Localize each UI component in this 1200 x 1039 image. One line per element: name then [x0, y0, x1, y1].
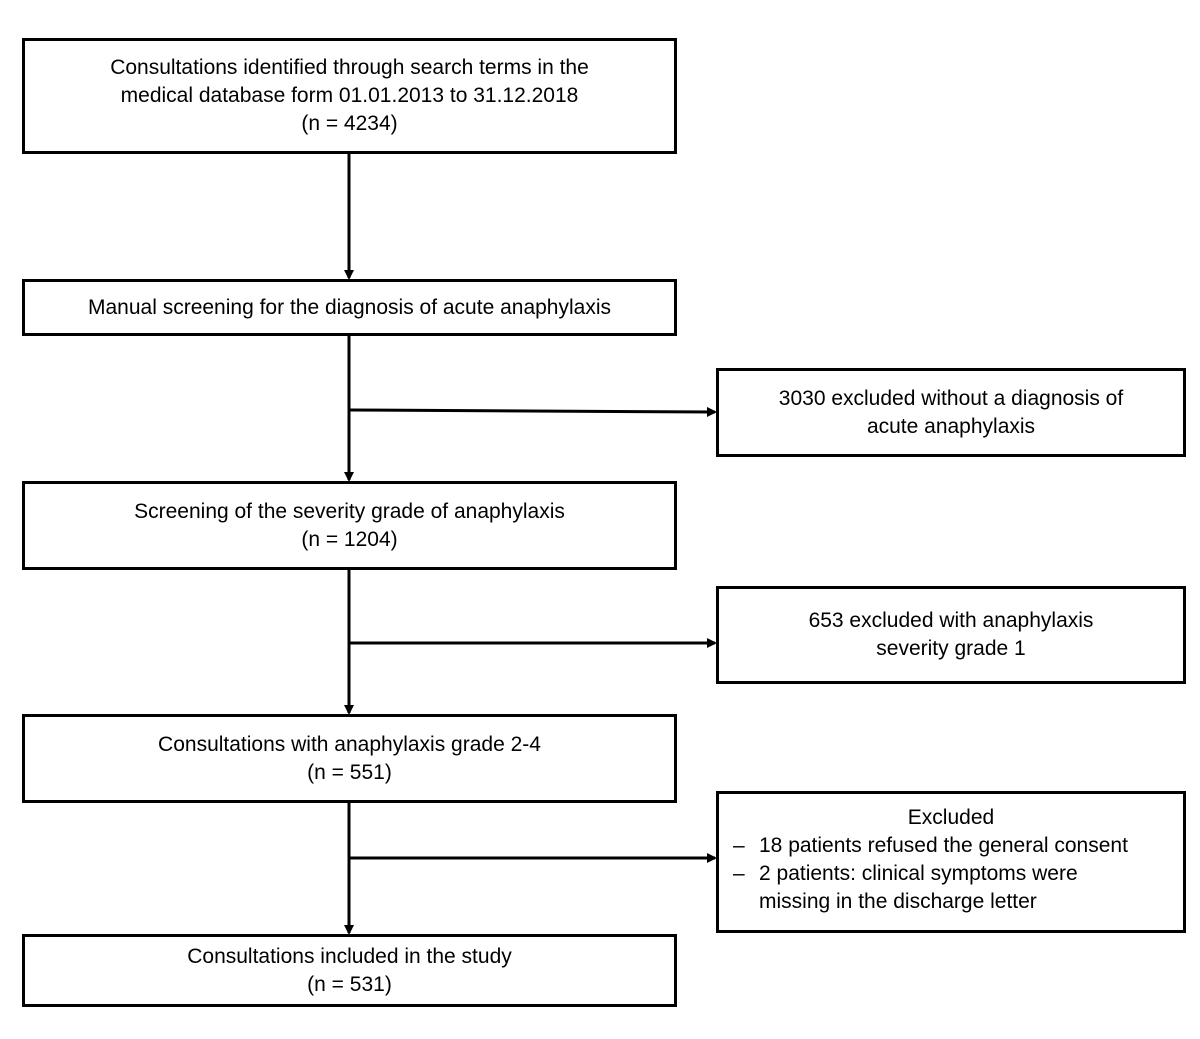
box-manual-screening: Manual screening for the diagnosis of ac… — [22, 279, 677, 336]
box-count: (n = 531) — [307, 972, 392, 996]
box-title: Excluded — [907, 806, 995, 829]
list-item: – 2 patients: clinical symptoms were mis… — [733, 860, 1183, 916]
box-excluded-no-diagnosis: 3030 excluded without a diagnosis of acu… — [716, 368, 1186, 457]
box-consultations-identified: Consultations identified through search … — [22, 38, 677, 154]
box-text-line: medical database form 01.01.2013 to 31.1… — [120, 84, 579, 107]
box-count: (n = 551) — [307, 760, 392, 784]
box-count: (n = 4234) — [301, 112, 398, 135]
list-item: – 18 patients refused the general consen… — [733, 832, 1183, 860]
exclusion-list: – 18 patients refused the general consen… — [719, 832, 1183, 916]
dash-bullet-icon: – — [733, 862, 745, 885]
arrow-to-exclusion-no-diagnosis — [348, 406, 717, 417]
box-text-line: Consultations included in the study — [187, 944, 512, 968]
box-text-line: 3030 excluded without a diagnosis of — [778, 386, 1124, 410]
box-text-line: Consultations identified through search … — [110, 56, 589, 79]
list-item-text: 2 patients: clinical symptoms were missi… — [759, 862, 1078, 913]
box-text-line: acute anaphylaxis — [866, 414, 1036, 438]
box-excluded-other: Excluded – 18 patients refused the gener… — [716, 791, 1186, 933]
box-text-line: Screening of the severity grade of anaph… — [134, 499, 565, 523]
dash-bullet-icon: – — [733, 834, 745, 857]
box-text-line: Manual screening for the diagnosis of ac… — [88, 295, 611, 319]
box-severity-screening: Screening of the severity grade of anaph… — [22, 481, 677, 570]
box-text-line: severity grade 1 — [876, 637, 1026, 660]
box-count: (n = 1204) — [301, 527, 398, 551]
list-item-text: 18 patients refused the general consent — [759, 834, 1128, 857]
box-text-line: 653 excluded with anaphylaxis — [808, 609, 1094, 632]
box-grade-2-4: Consultations with anaphylaxis grade 2-4… — [22, 714, 677, 803]
box-text-line: Consultations with anaphylaxis grade 2-4 — [158, 732, 541, 756]
box-excluded-grade-1: 653 excluded with anaphylaxis severity g… — [716, 586, 1186, 684]
box-consultations-included: Consultations included in the study (n =… — [22, 934, 677, 1007]
